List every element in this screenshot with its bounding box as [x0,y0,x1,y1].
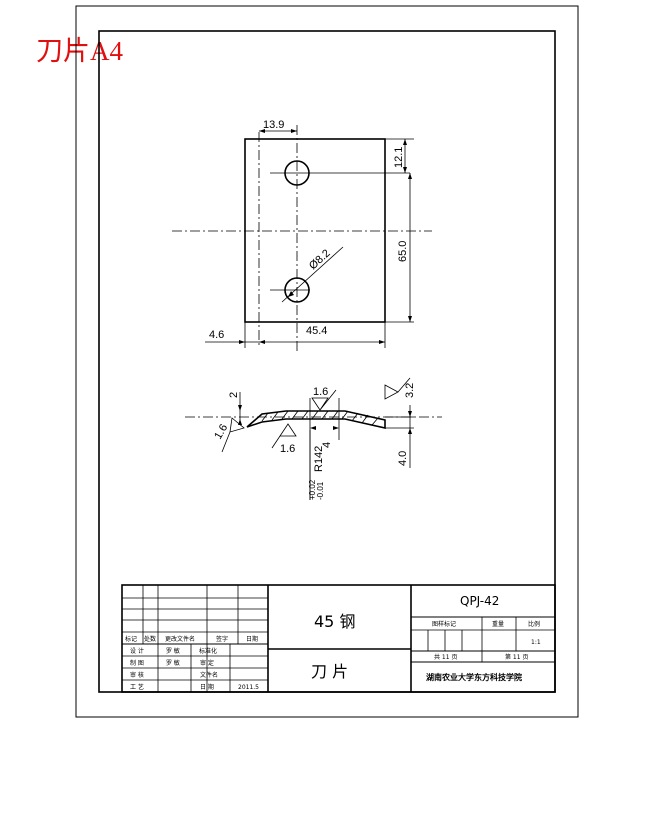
tb-h-stage: 图样标记 [432,620,456,628]
dim-radius: R142 [313,446,325,472]
arrow [310,426,339,430]
tb-material: 45 钢 [314,612,355,631]
title-block-frame [121,584,556,693]
section-hatch [261,410,379,426]
tb-role-process: 工 艺 [130,683,144,691]
sheet-label: 刀片A4 [36,36,123,66]
dim-hole-offset: 13.9 [263,119,284,131]
dim-roughness-right: 3.2 [404,383,416,398]
arrow [238,405,242,425]
tb-scale-value: 1:1 [531,639,541,646]
outer-border [75,5,579,718]
roughness-top-symbol [311,389,337,411]
dim-roughness-top: 1.6 [313,386,328,398]
dim-height: 4.0 [397,451,409,466]
tb-role-design: 设 计 [130,647,144,655]
arrow [288,291,294,297]
dim-roughness-bottom: 1.6 [280,443,295,455]
inner-frame [98,30,556,693]
roughness-left-symbol [221,417,245,453]
tb-role-approve: 审 定 [200,659,214,667]
tb-role-review: 审 核 [130,671,144,679]
roughness-right-symbol [384,377,411,400]
tb-name-drafter: 罗 敏 [166,659,180,667]
dim-thickness-top: 2 [228,392,240,398]
tb-part-name: 刀 片 [311,662,348,681]
dim-radius-tol-upper: +0.02 [308,479,317,500]
tb-h-sign: 签字 [216,635,228,643]
arrow [408,411,412,434]
dim-width: 45.4 [306,325,327,337]
tb-sheet-no: 第 11 页 [505,653,528,661]
section-view: 2 1.6 3.2 1.6 1.6 4 R142 +0.02 -0.01 4.0 [185,377,442,500]
tb-role-date: 日 期 [200,683,214,691]
title-block: 标记 处数 更改文件名 签字 日期 设 计 罗 敏 标准化 制 图 罗 敏 审 … [121,584,556,693]
tb-h-weight: 重量 [492,620,504,628]
tb-total-sheets: 共 11 页 [434,653,457,661]
tb-h-date: 日期 [246,635,258,643]
roughness-bottom-symbol [271,423,297,449]
tb-h-mark: 标记 [125,635,137,643]
dim-hole-spacing: 65.0 [397,241,409,262]
tb-name-designer: 罗 敏 [166,647,180,655]
blade-outline [244,138,386,323]
tb-h-scale: 比例 [528,620,540,628]
tb-role-standard: 标准化 [199,647,217,655]
dim-step: 4 [321,442,333,448]
dim-edge-gap: 4.6 [209,329,224,341]
tb-date-value: 2011.5 [238,684,259,691]
dim-radius-tol-lower: -0.01 [316,481,325,500]
tb-role-docname: 文件名 [200,671,218,679]
tb-role-draw: 制 图 [130,659,144,667]
section-profile [246,410,386,429]
plan-view: 13.9 12.1 65.0 Ø8.2 4.6 45.4 [172,119,432,352]
tb-h-change: 更改文件名 [165,635,195,643]
dim-top-to-hole: 12.1 [393,147,405,168]
tb-organization: 湖南农业大学东方科技学院 [426,672,522,682]
tb-drawing-no: QPJ-42 [460,594,499,608]
tb-h-count: 处数 [144,635,156,643]
